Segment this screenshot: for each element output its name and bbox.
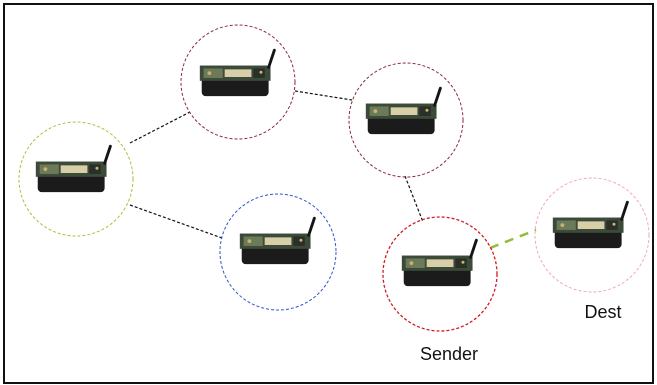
- node-ring: [219, 193, 337, 311]
- link-left-top: [129, 111, 191, 144]
- wireless-mote-icon: [34, 144, 112, 194]
- wireless-mote-icon: [400, 238, 478, 288]
- node-dest: Dest: [534, 177, 650, 322]
- dest-label: Dest: [584, 302, 621, 322]
- node-ring: [18, 121, 134, 237]
- node-top: [180, 24, 296, 140]
- diagram-frame: [3, 3, 654, 384]
- link-mid-sender: [404, 175, 424, 223]
- node-sender: Sender: [382, 216, 498, 364]
- link-left-blue: [129, 204, 223, 239]
- wireless-mote-icon: [551, 200, 629, 250]
- node-ring: [348, 62, 464, 178]
- node-ring: [382, 216, 498, 332]
- node-ring: [534, 177, 650, 293]
- node-ring: [180, 24, 296, 140]
- wireless-mote-icon: [364, 86, 442, 136]
- wireless-mote-icon: [198, 48, 276, 98]
- sender-label: Sender: [420, 344, 478, 364]
- link-top-mid: [294, 90, 353, 101]
- node-blue: [219, 193, 337, 311]
- wireless-mote-icon: [238, 216, 316, 266]
- link-sender-dest: [489, 228, 537, 250]
- node-mid: [348, 62, 464, 178]
- node-left: [18, 121, 134, 237]
